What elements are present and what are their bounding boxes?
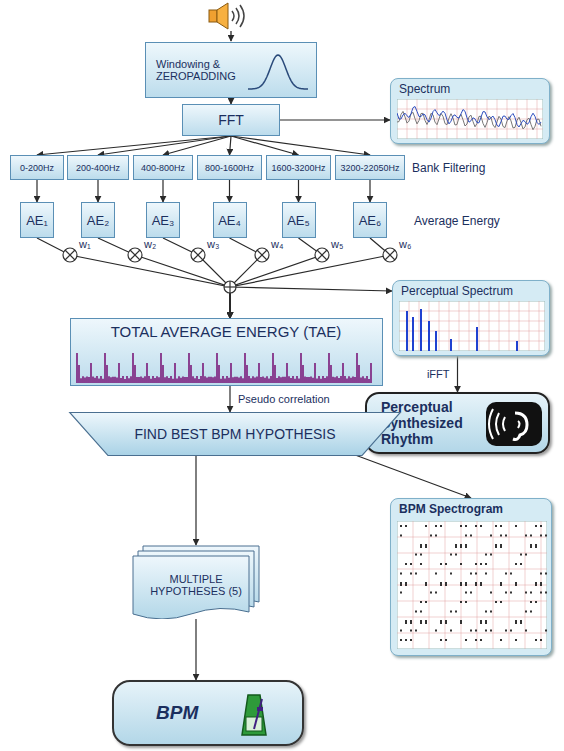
connector-arrow (231, 136, 370, 155)
edge-label: Pseudo correlation (236, 393, 332, 405)
connector-arrow (195, 456, 196, 545)
energy-box: AE₂ (81, 202, 115, 238)
connector-arrow (230, 287, 392, 318)
connector-arrow (195, 619, 196, 680)
connector-arrow (230, 136, 232, 155)
illustration (397, 99, 543, 139)
illustration (485, 401, 545, 447)
illustration (399, 301, 545, 351)
node-text: 1600-3200Hz (271, 163, 325, 173)
filter-band-box: 400-800Hz (133, 155, 193, 180)
node-text: AE₅ (287, 213, 310, 228)
connector-arrow (98, 136, 231, 155)
node-text: 400-800Hz (141, 163, 185, 173)
weight-label: w₁ (79, 238, 91, 250)
illustration (232, 691, 276, 739)
node-text: Spectrum (399, 82, 450, 96)
stage-label: Average Energy (414, 214, 500, 228)
node-text: AE₃ (152, 213, 175, 228)
connector-arrow (298, 180, 299, 202)
node-text: Perceptual Synthesized Rhythm (367, 399, 485, 447)
node-text: AE₆ (359, 213, 382, 228)
illustration (246, 49, 312, 93)
document-stack: MULTIPLE HYPOTHESES (5) (132, 545, 260, 619)
node-text: AE₄ (218, 213, 241, 228)
illustration (397, 521, 547, 649)
connector-arrow (355, 455, 471, 498)
chart-panel: Spectrum (390, 78, 550, 144)
connector-arrow (230, 238, 322, 318)
connector-arrow (457, 356, 458, 392)
connector-arrow (163, 136, 231, 155)
node-text: AE₂ (87, 213, 109, 228)
connector-arrow (230, 238, 263, 318)
connector-arrow (37, 136, 231, 155)
weight-label: w₄ (271, 238, 283, 250)
energy-box: AE₄ (213, 202, 247, 238)
energy-box: AE₆ (353, 202, 387, 238)
filter-band-box: 200-400Hz (67, 155, 129, 180)
result-box: BPM (112, 680, 304, 746)
stage-label: Bank Filtering (412, 161, 485, 175)
connector-arrow (229, 180, 230, 202)
connector-arrow (36, 180, 37, 202)
filter-band-box: 800-1600Hz (197, 155, 262, 180)
weight-label: w₂ (144, 238, 156, 250)
speaker-icon (209, 3, 244, 29)
filter-band-box: 0-200Hz (10, 155, 64, 180)
process-box: Windowing & ZEROPADDING (145, 42, 317, 98)
output-box: Perceptual Synthesized Rhythm (365, 392, 550, 454)
connector-arrow (162, 180, 163, 202)
node-text: Perceptual Spectrum (401, 284, 513, 298)
connector-arrow (98, 238, 230, 318)
connector-arrow (231, 136, 299, 155)
node-text: BPM (114, 702, 198, 724)
multiplier-symbols (63, 248, 397, 262)
energy-band: TOTAL AVERAGE ENERGY (TAE) (70, 318, 383, 386)
node-text: 0-200Hz (20, 163, 54, 173)
energy-box: AE₁ (20, 202, 54, 238)
filter-band-box: 3200-22050Hz (335, 155, 405, 180)
weight-label: w₃ (207, 238, 219, 250)
weight-label: w₆ (399, 238, 411, 250)
node-text: FFT (218, 112, 244, 128)
node-text: TOTAL AVERAGE ENERGY (TAE) (71, 323, 382, 340)
connector-arrow (280, 119, 390, 120)
illustration (75, 343, 375, 383)
node-text: 200-400Hz (76, 163, 120, 173)
chart-panel: Perceptual Spectrum (392, 280, 550, 356)
node-text: 800-1600Hz (205, 163, 254, 173)
connector-arrow (230, 238, 390, 318)
chart-panel: BPM Spectrogram (390, 498, 552, 656)
energy-box: AE₅ (282, 202, 316, 238)
node-text: 3200-22050Hz (340, 163, 399, 173)
process-box: FFT (182, 104, 280, 136)
weight-label: w₅ (331, 238, 343, 250)
hypothesis-trapezoid: FIND BEST BPM HYPOTHESIS (68, 412, 402, 456)
connector-arrow (97, 180, 98, 202)
energy-box: AE₃ (146, 202, 180, 238)
node-text: MULTIPLE HYPOTHESES (5) (148, 573, 244, 597)
connector-arrow (37, 238, 230, 318)
sum-symbol (224, 281, 236, 293)
node-text: FIND BEST BPM HYPOTHESIS (134, 426, 335, 442)
node-text: AE₁ (26, 213, 48, 228)
filter-band-box: 1600-3200Hz (266, 155, 331, 180)
connector-arrow (163, 238, 230, 318)
connector-arrow (229, 386, 230, 412)
node-text: BPM Spectrogram (399, 502, 503, 516)
node-text: Windowing & ZEROPADDING (146, 58, 248, 82)
input-arrow (231, 31, 232, 41)
connector-arrow (369, 180, 370, 202)
edge-label: iFFT (425, 368, 452, 380)
